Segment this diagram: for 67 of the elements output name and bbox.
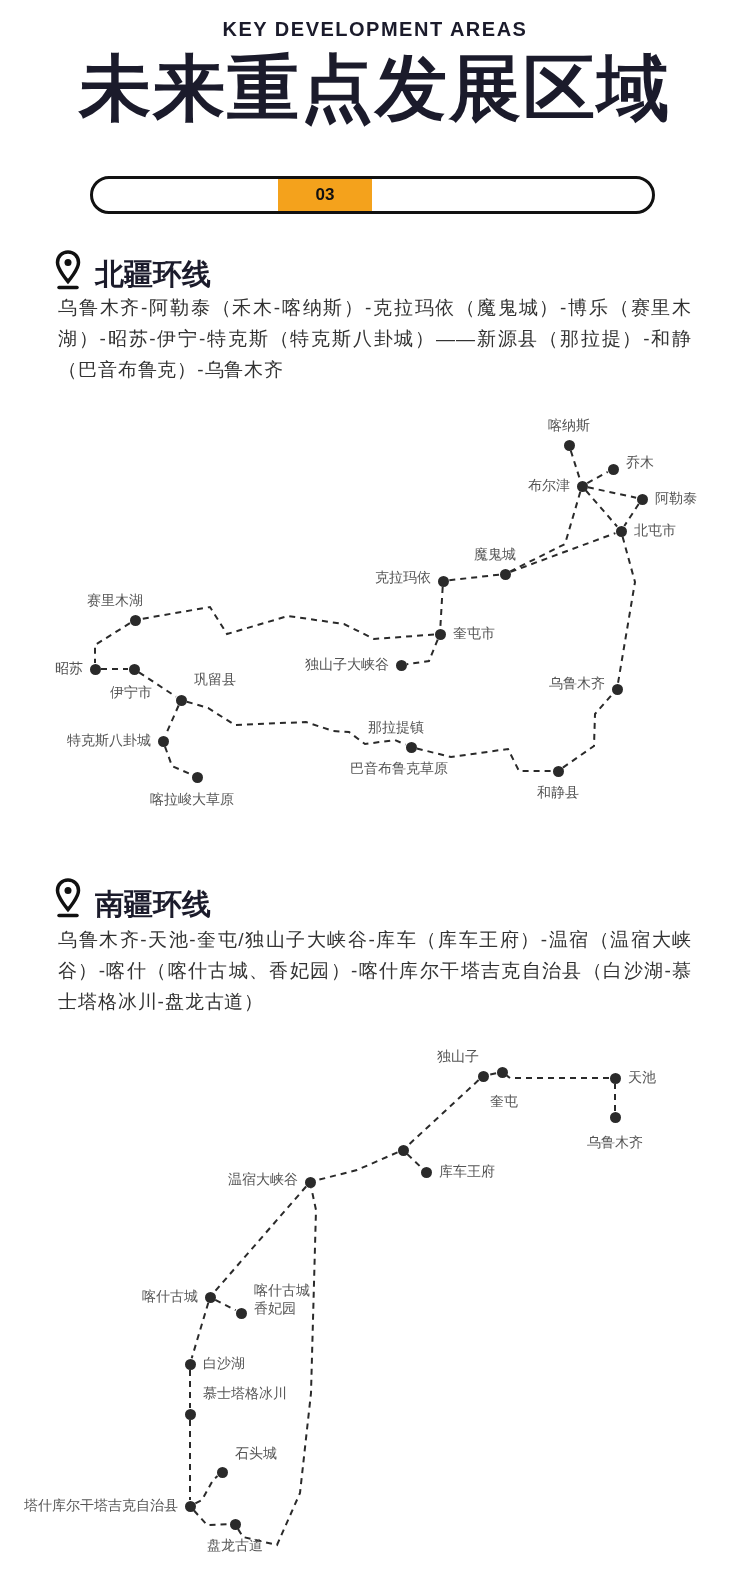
place-label: 奎屯 (490, 1093, 518, 1110)
place-label: 伊宁市 (110, 684, 152, 701)
section-heading: 北疆环线 (95, 257, 211, 292)
route-line (623, 503, 640, 527)
route-line (586, 470, 609, 485)
route-line (509, 532, 617, 573)
route-line (190, 1301, 210, 1360)
route-line (415, 747, 553, 772)
route-line (189, 1369, 191, 1409)
route-line (487, 1072, 498, 1076)
place-label: 喀拉峻大草原 (150, 791, 234, 808)
section-heading: 南疆环线 (95, 887, 211, 922)
place-label: 塔什库尔干塔吉克自治县 (23, 1498, 178, 1514)
map-dot (397, 1144, 409, 1156)
place-label: 香妃园 (253, 1301, 296, 1317)
route-line (584, 489, 619, 528)
place-label: 克拉玛依 (374, 570, 431, 586)
place-label: 独山子 (437, 1048, 479, 1065)
place-label: 白沙湖 (202, 1356, 245, 1372)
route-line (405, 638, 439, 666)
route-line (439, 586, 444, 629)
route-line (185, 700, 407, 746)
route-line (212, 1185, 308, 1294)
place-label: 巴音布鲁克草原 (350, 760, 448, 777)
route-line (189, 1419, 191, 1501)
place-label: 喀纳斯 (548, 417, 590, 434)
place-label: 喀什古城 (141, 1289, 198, 1305)
route-line (614, 1083, 616, 1112)
place-label: 巩留县 (193, 672, 236, 688)
place-label: 那拉提镇 (368, 719, 424, 736)
progress-segment: 03 (278, 179, 372, 211)
place-label: 奎屯市 (452, 626, 495, 642)
place-label: 独山子大峡谷 (304, 657, 389, 673)
place-label: 昭苏 (54, 661, 83, 677)
route-line (406, 1079, 480, 1147)
route-line (94, 622, 131, 664)
place-label: 魔鬼城 (474, 546, 516, 563)
place-label: 天池 (627, 1070, 656, 1086)
place-label: 乌鲁木齐 (548, 676, 605, 692)
place-label: 温宿大峡谷 (227, 1172, 298, 1188)
place-label: 赛里木湖 (87, 592, 143, 609)
route-line (406, 1153, 423, 1169)
route-description: 乌鲁木齐-阿勒泰（禾木-喀纳斯）-克拉玛依（魔鬼城）-博乐（赛里木湖）-昭苏-伊宁-特克斯（特克斯八卦城）——新源县（那拉提）-和静（巴音布鲁克）-乌鲁木齐 (58, 296, 692, 382)
place-label: 布尔津 (527, 478, 570, 494)
route-line (214, 1298, 237, 1312)
place-label: 石头城 (234, 1446, 277, 1462)
place-label: 盘龙古道 (207, 1537, 263, 1554)
place-label: 乌鲁木齐 (587, 1134, 643, 1151)
place-label: 和静县 (537, 784, 579, 801)
route-line (100, 668, 129, 670)
title: 未来重点发展区域 (77, 47, 672, 130)
place-label: 乔木 (625, 455, 654, 471)
route-line (586, 486, 638, 499)
route-line (509, 490, 582, 573)
route-description: 乌鲁木齐-天池-奎屯/独山子大峡谷-库车（库车王府）-温宿（温宿大峡谷）-喀什（喀什古城、香妃园）-喀什库尔干塔吉克自治县（白沙湖-慕士塔格冰川-盘龙古道） (58, 928, 692, 1014)
place-label: 北屯市 (633, 523, 676, 539)
place-label: 喀什古城 (253, 1283, 310, 1299)
route-line (194, 1475, 219, 1505)
route-line (193, 1509, 230, 1526)
route-line (617, 535, 637, 685)
place-label: 慕士塔格冰川 (202, 1386, 287, 1402)
route-line (448, 573, 500, 582)
subtitle: KEY DEVELOPMENT AREAS (221, 18, 529, 41)
route-line (505, 1074, 610, 1079)
place-label: 阿勒泰 (654, 491, 697, 507)
place-label: 库车王府 (438, 1164, 495, 1180)
place-label: 特克斯八卦城 (66, 733, 151, 749)
